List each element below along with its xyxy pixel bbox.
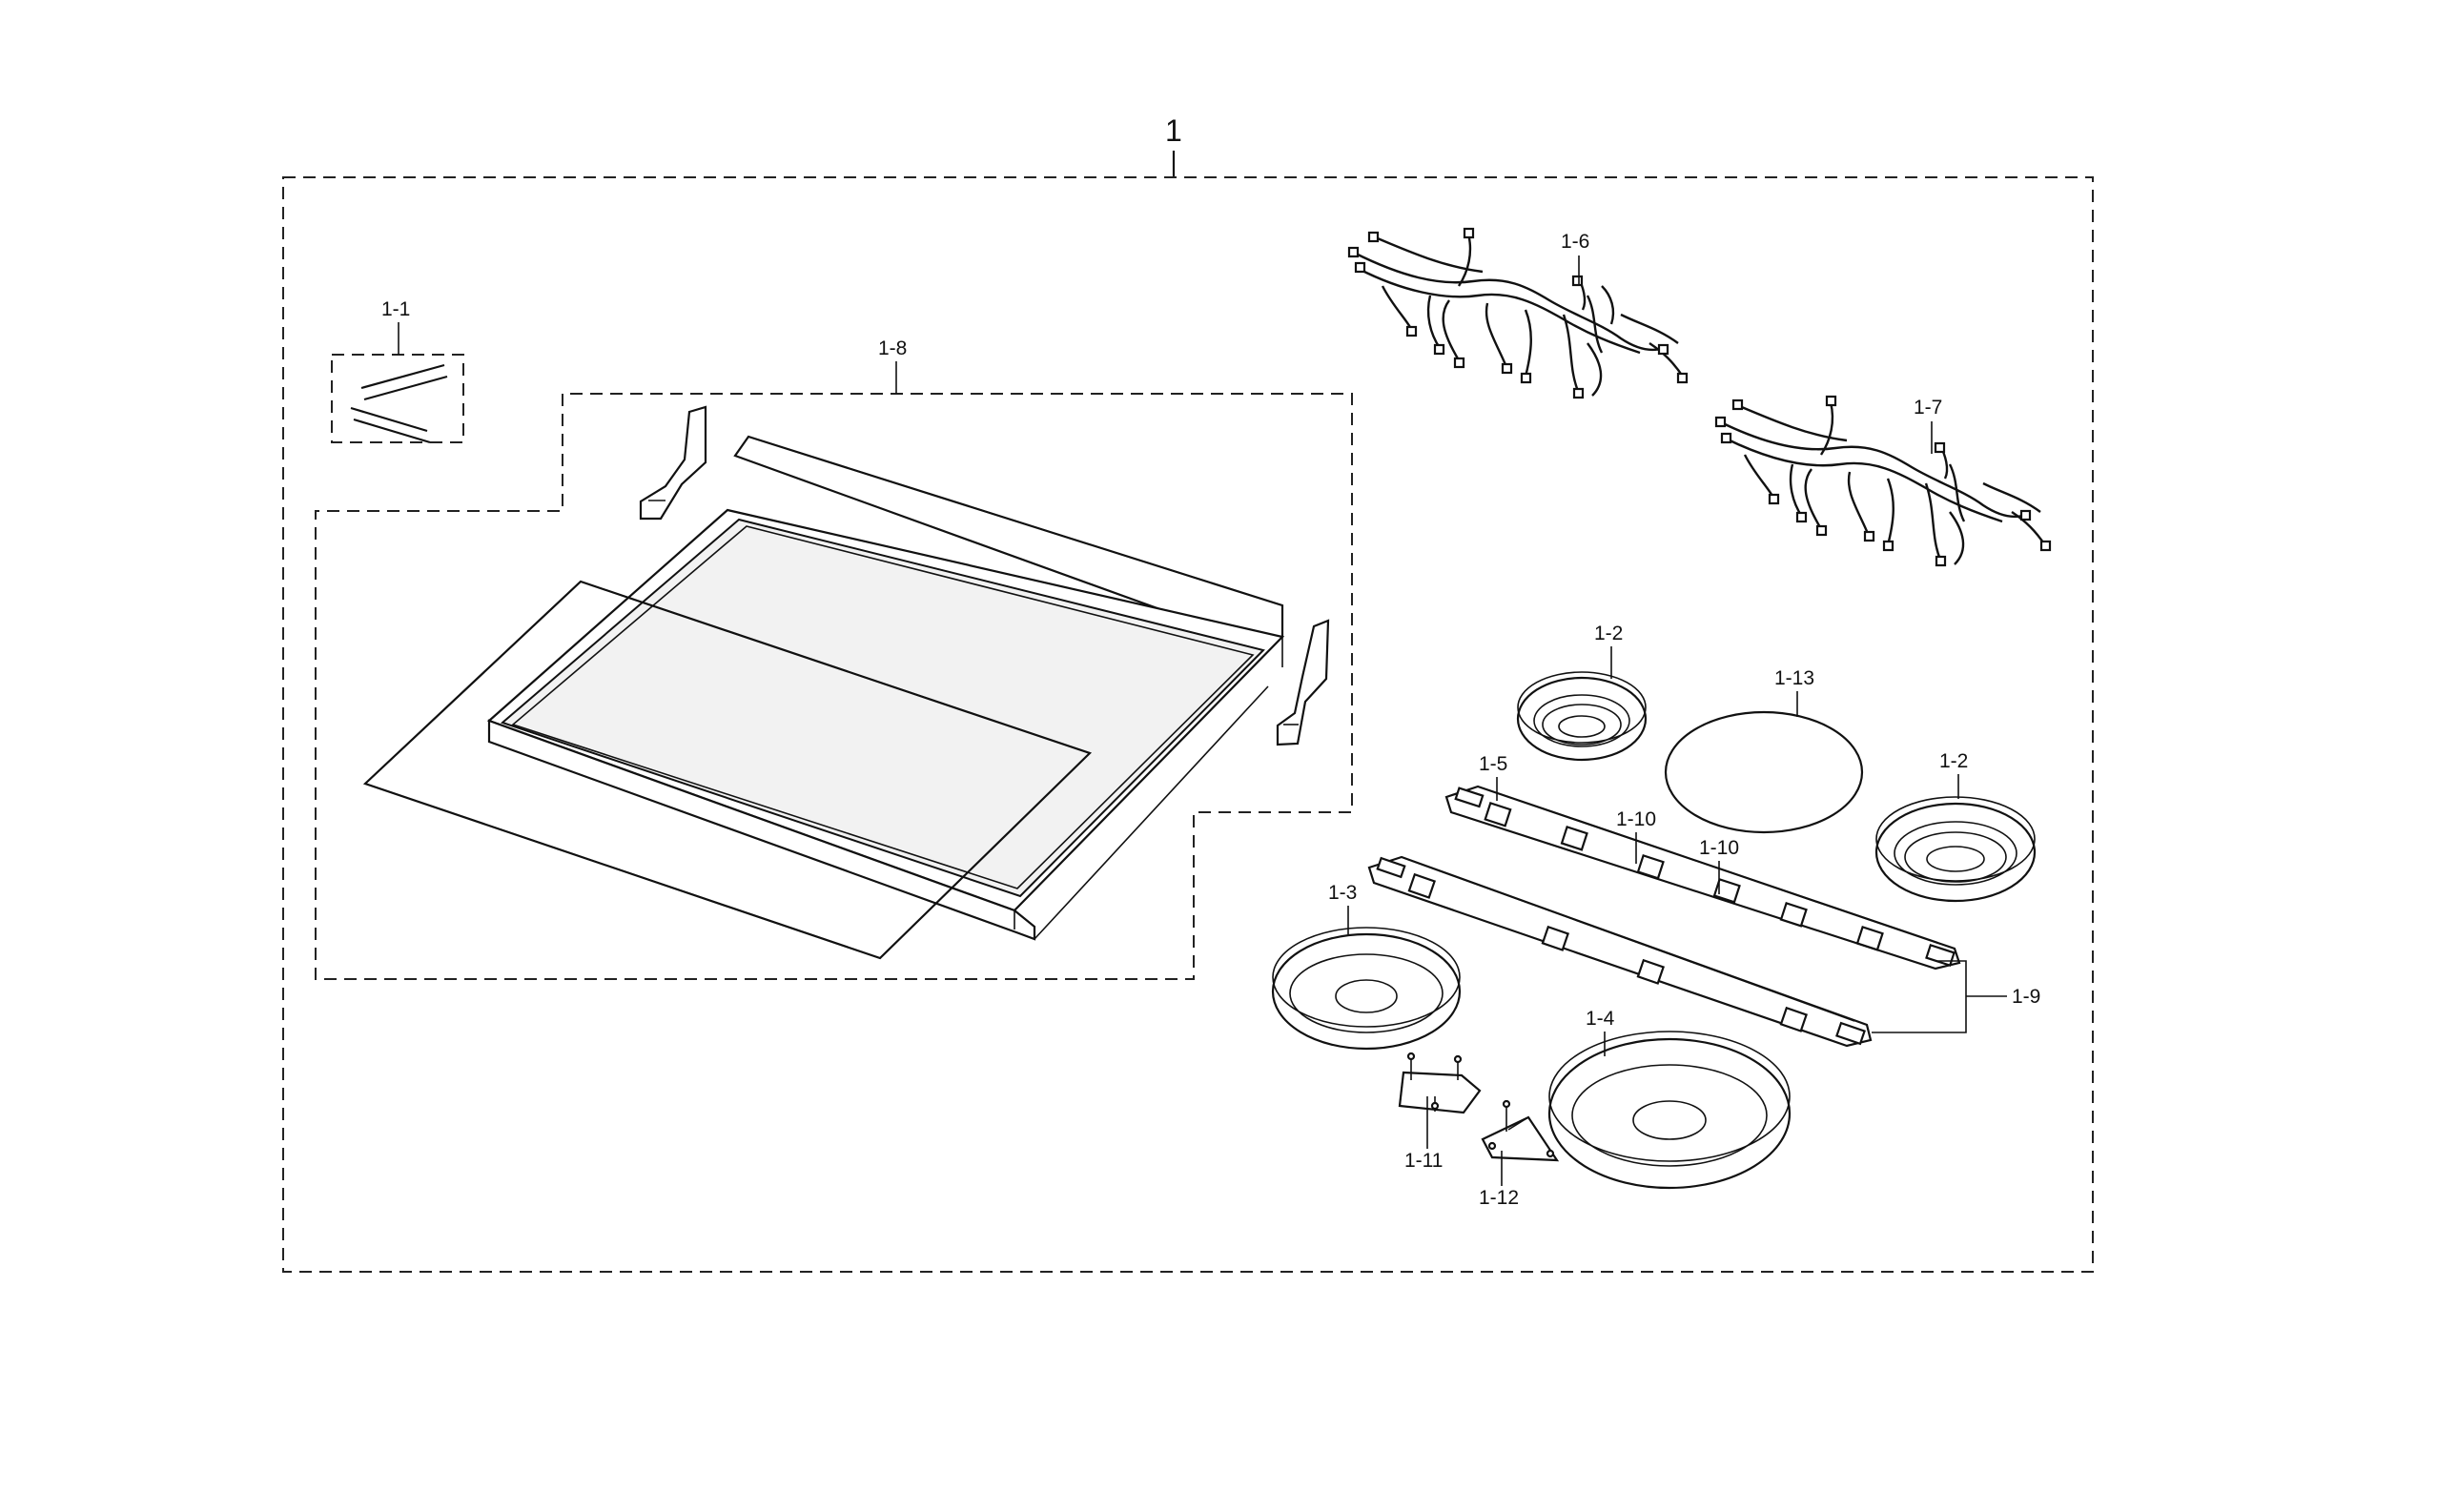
- part-label-1-7: 1-7: [1914, 397, 1942, 419]
- subassembly-1-8-boundary: [315, 393, 1353, 980]
- part-1-2-burner-a: [1516, 671, 1648, 762]
- part-1-6-wire-harness: [1347, 227, 1689, 399]
- part-1-2-burner-b: [1874, 796, 2037, 903]
- part-1-9-bracket-strip: [1367, 855, 1873, 1048]
- part-1-12-bracket: [1481, 1099, 1560, 1162]
- part-label-1-3: 1-3: [1328, 882, 1357, 904]
- part-1-4-burner: [1547, 1031, 1792, 1190]
- part-label-1-11: 1-11: [1404, 1150, 1443, 1172]
- part-label-1-5: 1-5: [1479, 753, 1507, 775]
- part-label-1-2-a: 1-2: [1594, 623, 1623, 644]
- part-label-1-9: 1-9: [2012, 986, 2040, 1008]
- part-1-8-cooktop: [362, 405, 1330, 960]
- part-label-1-10-a: 1-10: [1616, 808, 1656, 830]
- part-label-1-8: 1-8: [878, 337, 907, 359]
- part-label-1-4: 1-4: [1586, 1008, 1615, 1030]
- part-1-13-disc: [1664, 710, 1864, 834]
- part-1-7-wire-harness: [1714, 395, 2052, 567]
- part-1-5-bracket-strip: [1444, 785, 1961, 971]
- part-label-1-1: 1-1: [381, 298, 410, 320]
- part-1-11-bracket: [1398, 1052, 1482, 1114]
- part-label-1-10-b: 1-10: [1699, 837, 1739, 859]
- part-label-1-12: 1-12: [1479, 1187, 1519, 1209]
- part-label-1-6: 1-6: [1561, 231, 1589, 253]
- part-1-3-burner: [1271, 927, 1462, 1051]
- part-1-1-pins: [331, 354, 464, 444]
- assembly-boundary: [282, 176, 2094, 1273]
- assembly-number-label: 1: [1165, 113, 1182, 148]
- part-label-1-13: 1-13: [1774, 667, 1814, 689]
- leader-1-9-bracket: [1872, 960, 1967, 1033]
- part-label-1-2-b: 1-2: [1939, 750, 1968, 772]
